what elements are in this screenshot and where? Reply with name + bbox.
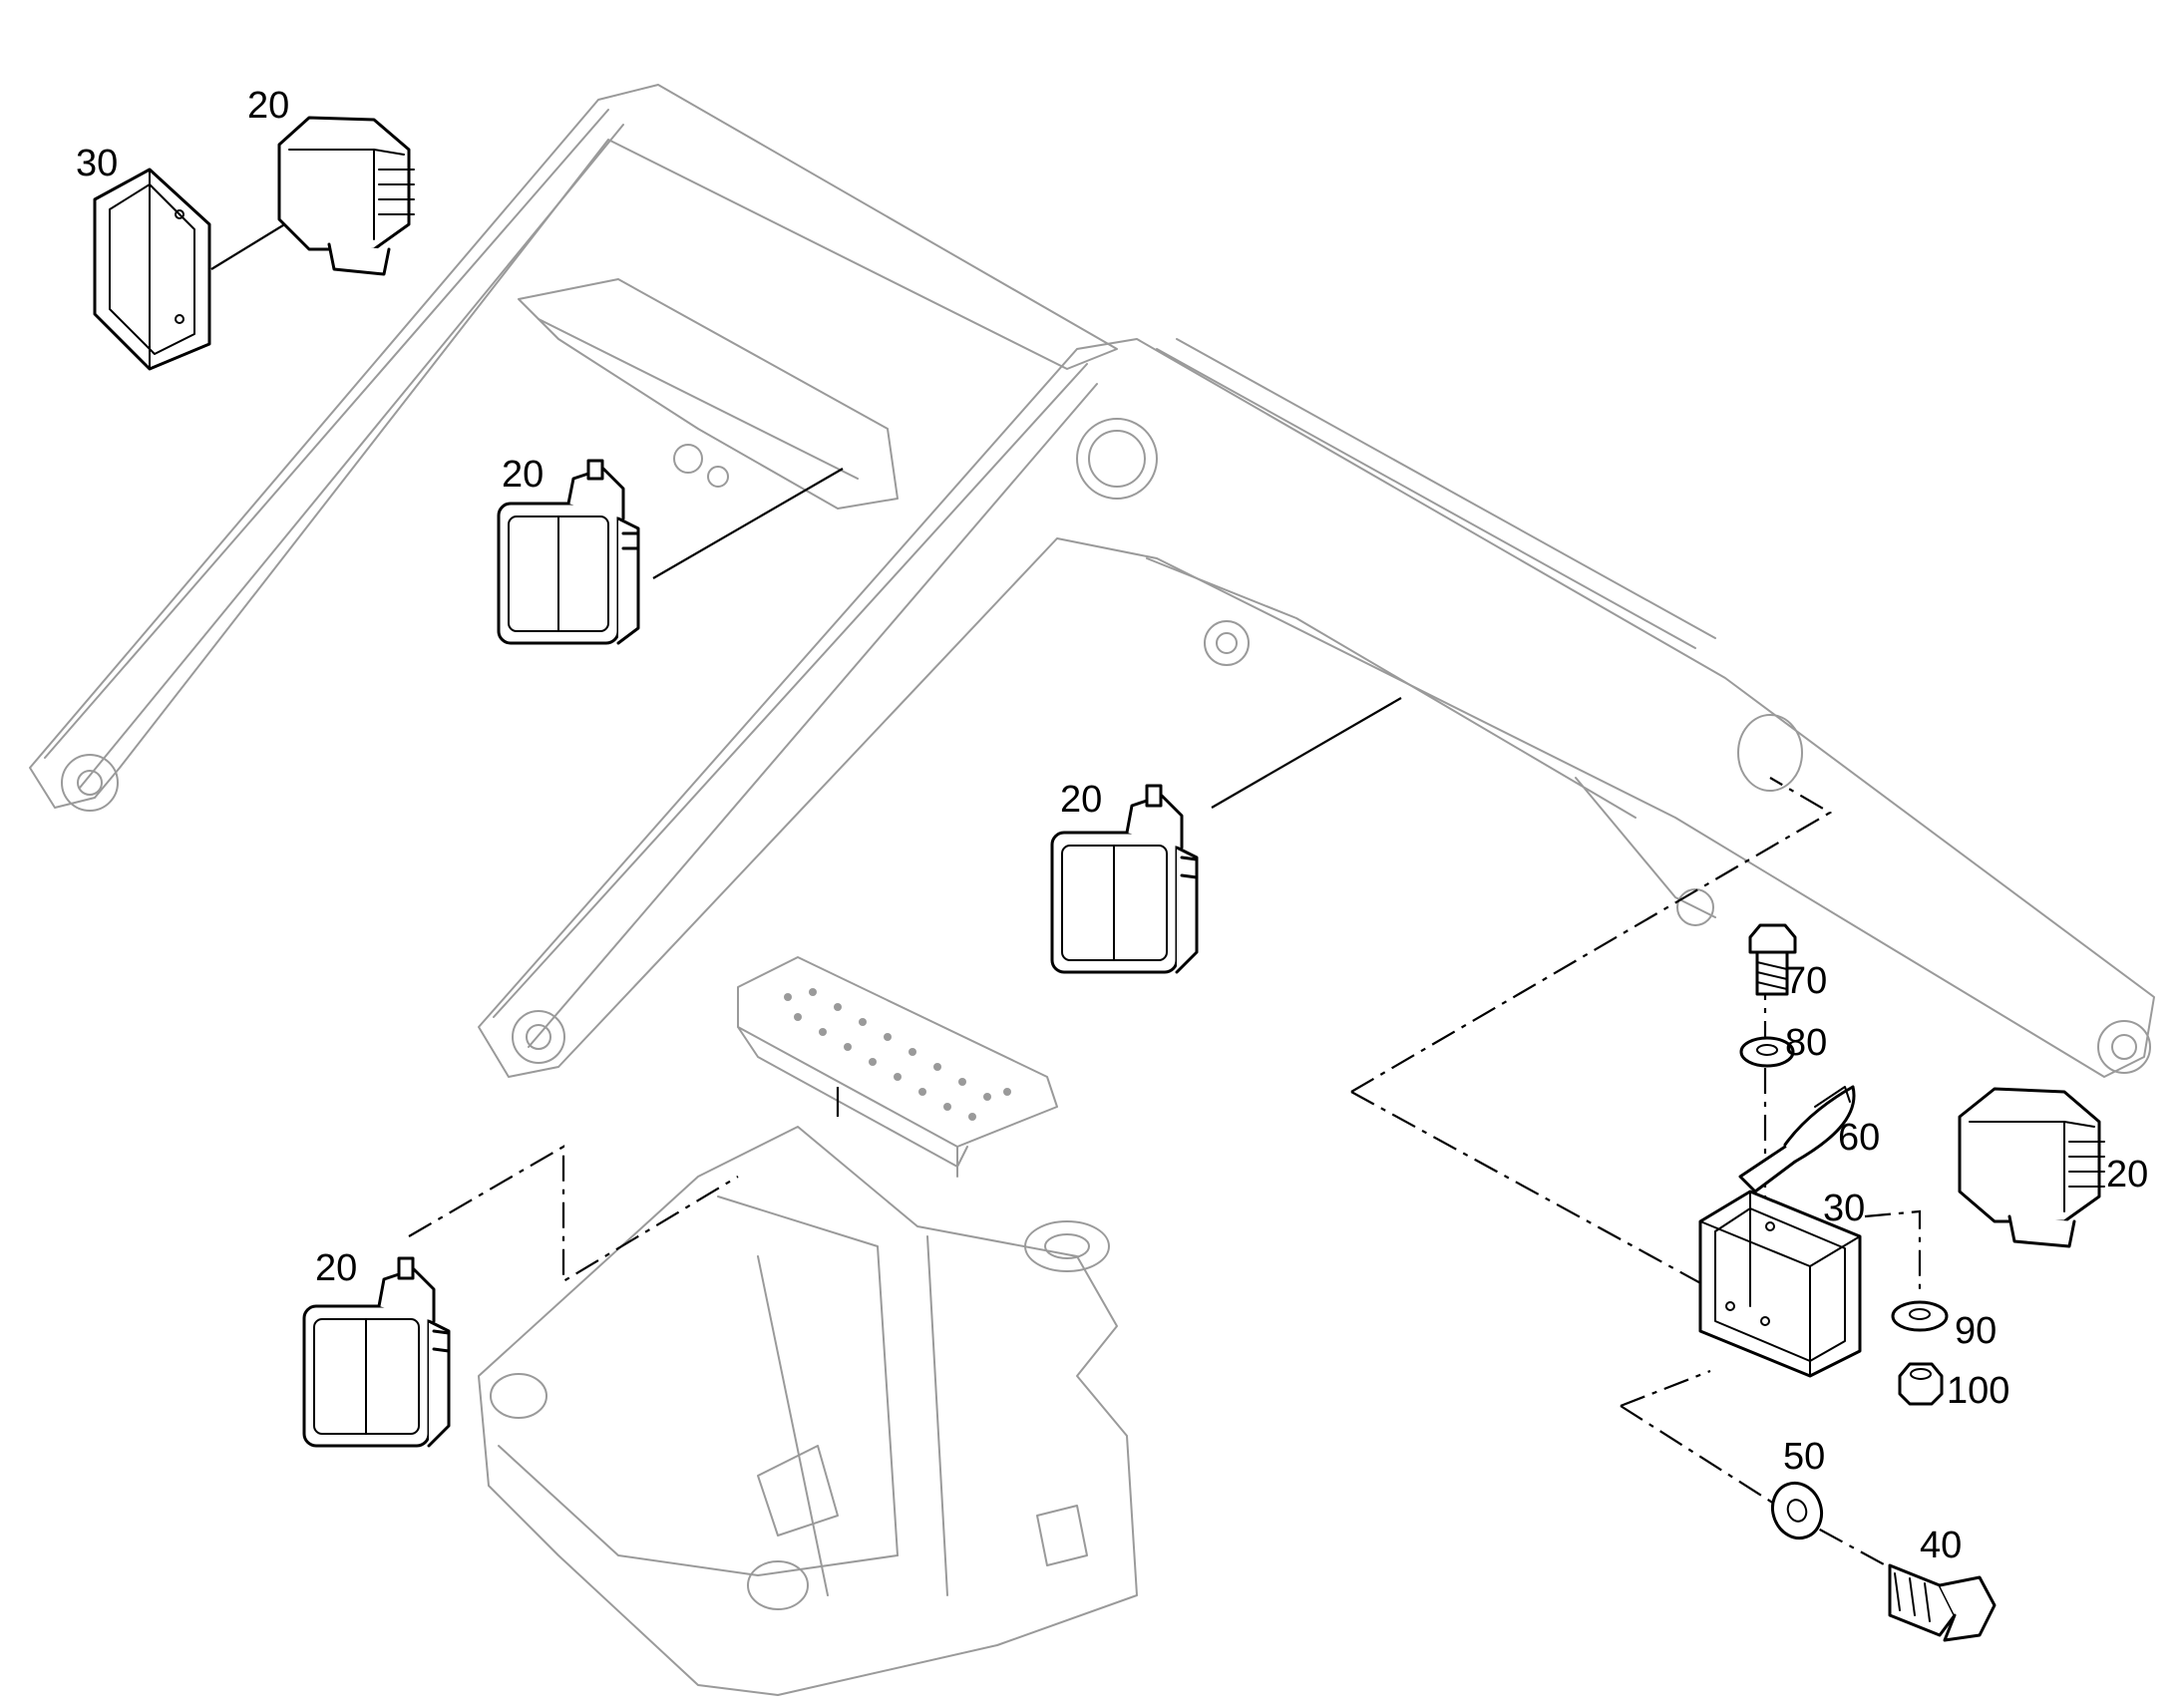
mounting-bracket-right [1698,1190,1862,1378]
work-lamp-top-left [277,116,415,276]
washer-50 [1770,1481,1824,1540]
nut-100 [1898,1362,1944,1406]
bolt-70 [1748,923,1797,996]
work-lamp-upper-middle [497,459,640,645]
callout-lamp-center: 20 [1060,779,1102,821]
callout-labels: 20 30 20 20 20 20 70 80 60 30 90 100 50 … [76,85,2148,1566]
work-lamp-lower-left [302,1256,451,1448]
loader-boom-arm [29,84,2155,1078]
bolt-40 [1888,1563,1997,1642]
clamp-clip-60 [1738,1085,1856,1194]
callout-lamp-lower-left: 20 [315,1247,357,1289]
callout-washer-50: 50 [1783,1436,1825,1478]
callout-lamp-top-left: 20 [247,85,289,127]
callout-bracket-30: 30 [1823,1188,1865,1229]
washer-80 [1739,1036,1795,1068]
callout-nut-100: 100 [1947,1370,2009,1412]
washer-90 [1891,1300,1949,1332]
callout-clip-60: 60 [1838,1117,1880,1159]
callout-bolt-70: 70 [1785,960,1827,1002]
callout-washer-80: 80 [1785,1022,1827,1064]
loader-front-frame [478,1126,1138,1696]
work-lamp-center [1050,784,1199,974]
callout-washer-90: 90 [1955,1310,1997,1352]
step-platform [737,956,1058,1178]
callout-bolt-40: 40 [1920,1525,1962,1566]
mounting-bracket-top-left [93,168,211,371]
callout-bracket-top-left: 30 [76,143,118,184]
work-lamp-right [1958,1087,2105,1248]
callout-lamp-upper-middle: 20 [502,454,544,496]
callout-lamp-right: 20 [2106,1154,2148,1196]
